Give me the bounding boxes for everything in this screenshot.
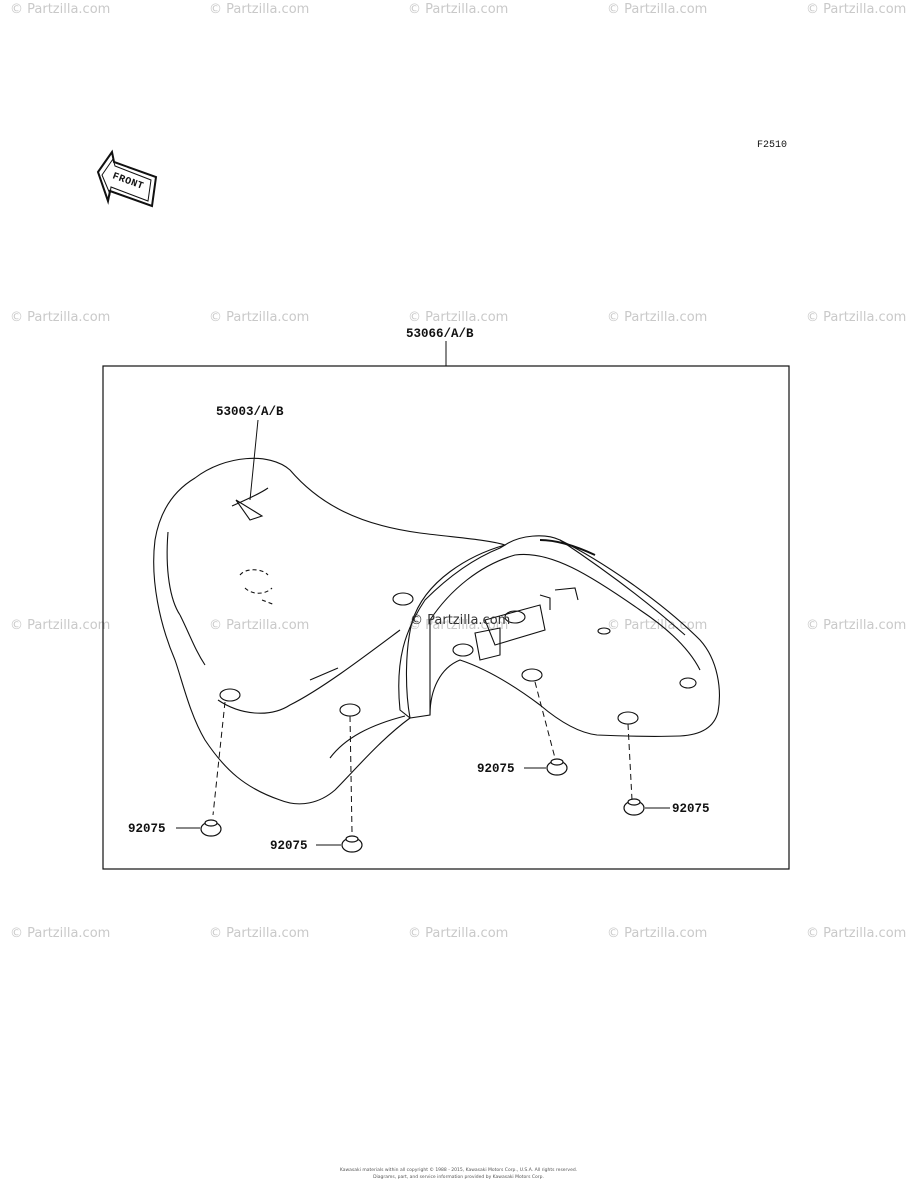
watermark-text: © Partzilla.com — [806, 310, 907, 325]
center-watermark: © Partzilla.com — [410, 613, 510, 628]
seat-cover-leader — [249, 419, 259, 501]
damper-2 — [341, 835, 363, 853]
damper-2-label: 92075 — [270, 839, 308, 853]
watermark-text: © Partzilla.com — [408, 926, 509, 941]
damper-3 — [546, 758, 568, 776]
watermark-text: © Partzilla.com — [10, 2, 111, 17]
damper-1 — [200, 819, 222, 837]
watermark-text: © Partzilla.com — [607, 2, 708, 17]
figure-code: F2510 — [757, 140, 787, 151]
damper-4 — [623, 798, 645, 816]
damper-1-label: 92075 — [128, 822, 166, 836]
watermark-text: © Partzilla.com — [607, 310, 708, 325]
watermark-text: © Partzilla.com — [10, 310, 111, 325]
watermark-text: © Partzilla.com — [408, 618, 509, 633]
watermark-text: © Partzilla.com — [408, 310, 509, 325]
damper-leaders — [212, 681, 633, 833]
copyright-line-1: Kawasaki materials within all copyright … — [339, 1168, 578, 1173]
watermark-text: © Partzilla.com — [806, 926, 907, 941]
damper-4-label: 92075 — [672, 802, 710, 816]
watermark-text: © Partzilla.com — [209, 926, 310, 941]
watermark-text: © Partzilla.com — [10, 618, 111, 633]
watermark-text: © Partzilla.com — [408, 2, 509, 17]
watermark-text: © Partzilla.com — [209, 618, 310, 633]
watermark-text: © Partzilla.com — [607, 618, 708, 633]
watermark-text: © Partzilla.com — [209, 2, 310, 17]
damper-3-label: 92075 — [477, 762, 515, 776]
seat-cover-label: 53003/A/B — [216, 405, 284, 419]
watermark-text: © Partzilla.com — [10, 926, 111, 941]
copyright-line-2: Diagrams, part, and service information … — [373, 1175, 544, 1180]
watermark-text: © Partzilla.com — [607, 926, 708, 941]
watermark-text: © Partzilla.com — [209, 310, 310, 325]
watermark-text: © Partzilla.com — [806, 2, 907, 17]
seat-drawing — [153, 457, 720, 805]
assembly-frame — [102, 365, 790, 870]
seat-assembly-label: 53066/A/B — [406, 327, 474, 341]
watermark-text: © Partzilla.com — [806, 618, 907, 633]
front-arrow-icon: FRONT — [96, 149, 158, 208]
